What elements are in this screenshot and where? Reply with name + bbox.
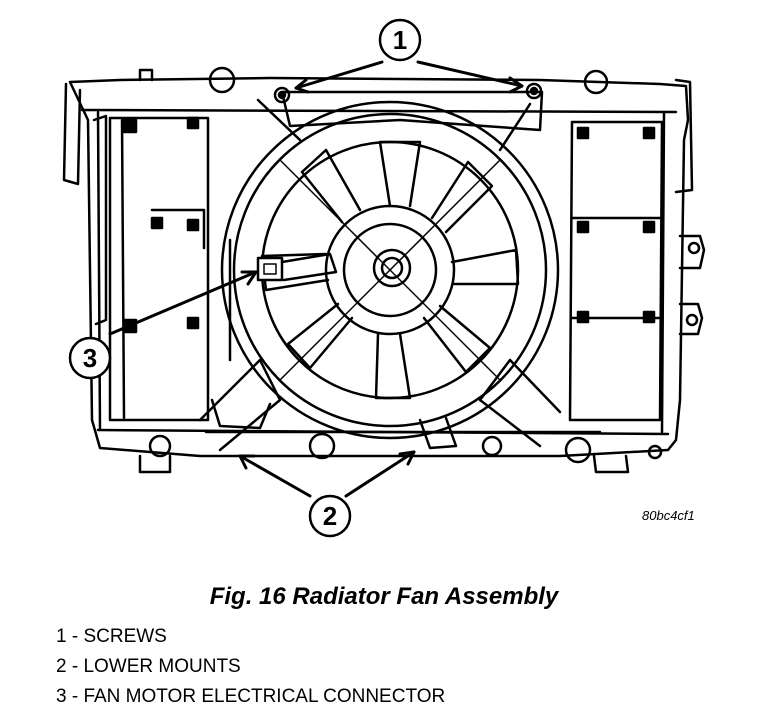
callout-bubble — [68, 336, 112, 380]
screw — [273, 86, 291, 104]
fan-blades — [260, 140, 520, 400]
legend-item: 2 - LOWER MOUNTS — [56, 656, 241, 677]
fan-motor-connector — [256, 252, 338, 282]
callout-bubble — [308, 494, 352, 538]
callout-number: 3 — [83, 343, 97, 373]
callout-bubble — [378, 18, 422, 62]
callout-number: 2 — [323, 501, 337, 531]
legend-item: 1 - SCREWS — [56, 626, 167, 647]
legend-item: 3 - FAN MOTOR ELECTRICAL CONNECTOR — [56, 686, 446, 707]
diagram-code: 80bc4cf1 — [642, 508, 695, 523]
left-core-panel — [108, 116, 210, 422]
right-core-panel — [568, 120, 664, 422]
callout-leaders — [108, 60, 524, 498]
radiator-fan-assembly-diagram: 1 2 3 — [62, 18, 706, 538]
figure-caption: Fig. 16 Radiator Fan Assembly — [209, 583, 559, 610]
radiator-frame — [62, 66, 706, 474]
callout-number: 1 — [393, 25, 407, 55]
screw — [525, 82, 543, 100]
legend: 1 - SCREWS 2 - LOWER MOUNTS 3 - FAN MOTO… — [56, 622, 445, 712]
